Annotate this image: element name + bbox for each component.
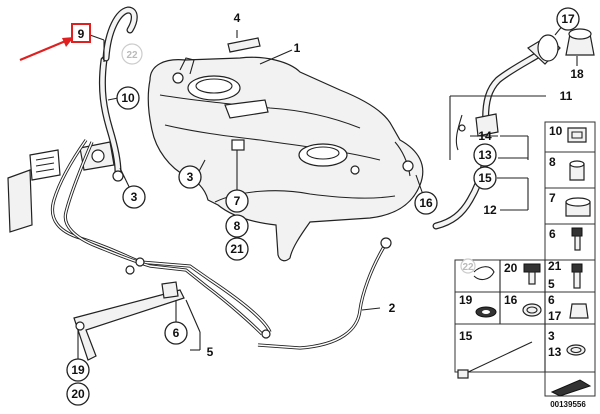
callout-9: 9 (78, 27, 85, 41)
callout-22: 22 (126, 50, 138, 61)
grid-label-13: 13 (548, 345, 562, 359)
grid-label-3: 3 (548, 329, 555, 343)
callout-4: 4 (234, 11, 241, 25)
callout-2: 2 (389, 301, 396, 315)
callout-13-circle: 13 (473, 143, 497, 167)
grid-label-10: 10 (549, 124, 563, 138)
gasket-part (227, 37, 261, 53)
callout-22-ghost: 22 (121, 43, 143, 65)
grid-label-8: 8 (549, 155, 556, 169)
callout-12: 12 (483, 203, 497, 217)
callout-3-left-circle: 3 (122, 185, 146, 209)
reference-number: 00139556 (550, 400, 586, 409)
callout-19-circle: 19 (66, 358, 90, 382)
grid-label-22: 22 (462, 262, 474, 273)
grid-label-5: 5 (548, 277, 555, 291)
highlight-arrow (19, 37, 74, 62)
callout-6-circle: 6 (164, 321, 188, 345)
callout-20: 20 (71, 387, 85, 401)
callout-10: 10 (121, 91, 135, 105)
grid-label-6b: 6 (548, 293, 555, 307)
callout-13: 13 (478, 148, 492, 162)
callout-3-right-circle: 3 (178, 165, 202, 189)
grid-label-17: 17 (548, 309, 562, 323)
filler-neck (475, 28, 595, 137)
callout-3-left: 3 (131, 190, 138, 204)
callout-9-box: 9 (71, 23, 91, 43)
ghost-22-cell: 22 (460, 258, 495, 281)
grid-label-20: 20 (504, 261, 518, 275)
callout-10-circle: 10 (116, 86, 140, 110)
callout-11: 11 (560, 89, 573, 103)
callout-15: 15 (478, 171, 492, 185)
callout-15-circle: 15 (473, 166, 497, 190)
callout-16-circle: 16 (414, 191, 438, 215)
fuel-pump-bracket (7, 141, 115, 233)
callout-6: 6 (173, 326, 180, 340)
leader-lines (77, 18, 578, 360)
parts-grid: 10 8 7 6 22 20 5 21 19 16 6 17 (454, 121, 596, 397)
fuel-line-bracket (73, 281, 185, 361)
callout-8-circle: 8 (225, 214, 249, 238)
callout-8: 8 (234, 219, 241, 233)
callout-17-circle: 17 (556, 7, 580, 31)
grid-label-19: 19 (459, 293, 473, 307)
callout-16: 16 (419, 196, 433, 210)
callout-19: 19 (71, 363, 85, 377)
grid-label-21: 21 (548, 259, 562, 273)
callout-18: 18 (570, 67, 584, 81)
callout-1: 1 (294, 41, 301, 55)
breather-hose (98, 6, 138, 182)
callout-14: 14 (478, 129, 492, 143)
grid-label-6: 6 (549, 227, 556, 241)
callout-21: 21 (230, 242, 244, 256)
fuel-lines (50, 139, 392, 350)
grid-label-7: 7 (549, 191, 556, 205)
callout-3-right: 3 (187, 170, 194, 184)
callout-7-circle: 7 (225, 189, 249, 213)
callout-20-circle: 20 (66, 382, 90, 406)
callout-7: 7 (234, 194, 241, 208)
grid-label-16: 16 (504, 293, 518, 307)
fuel-tank (147, 56, 424, 262)
grid-label-15: 15 (459, 329, 473, 343)
callout-17: 17 (561, 12, 575, 26)
callout-5: 5 (207, 345, 214, 359)
callout-21-circle: 21 (225, 237, 249, 261)
